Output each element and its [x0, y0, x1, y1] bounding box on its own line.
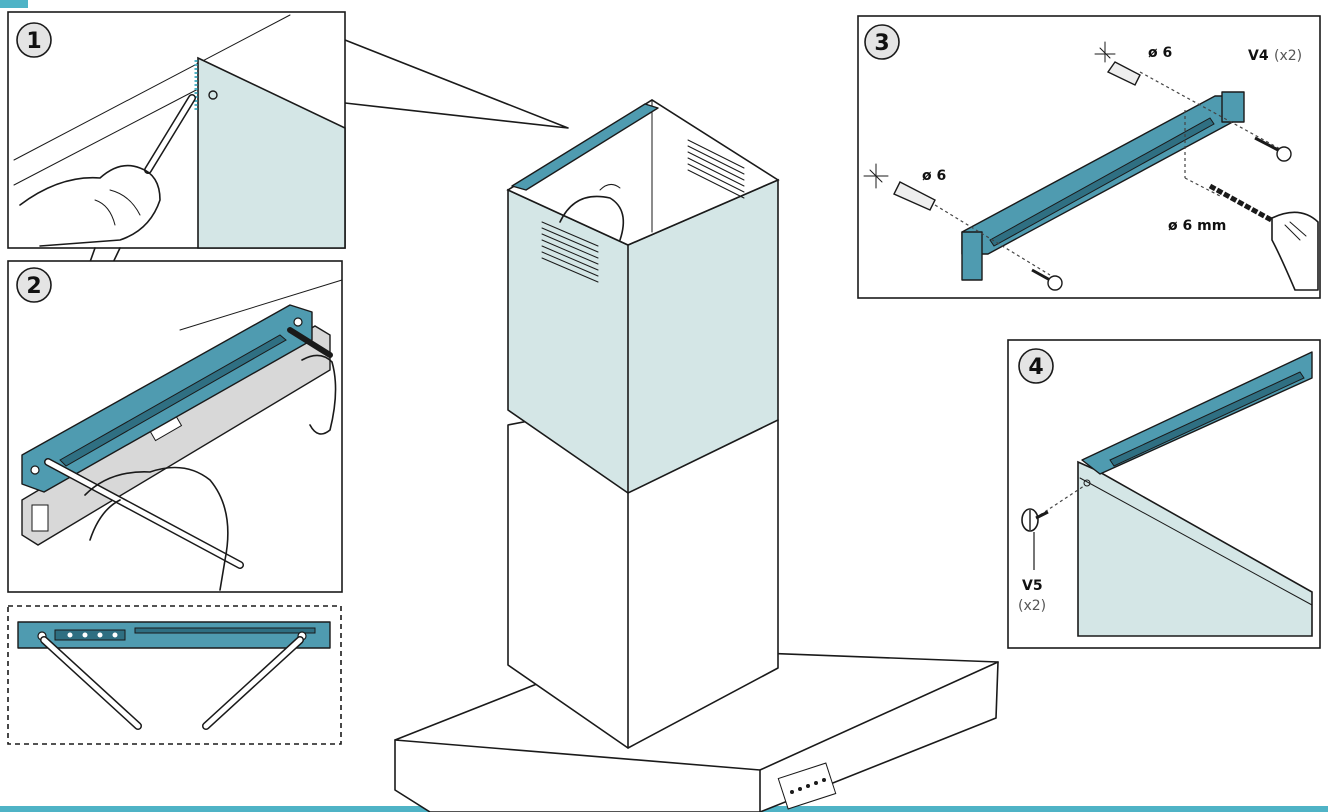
drill-size-label: ø 6 mm — [1168, 218, 1226, 234]
step-1-badge — [16, 22, 52, 58]
screw-v5-label: V5 — [1022, 578, 1043, 594]
screw-v5 — [1021, 508, 1049, 570]
wall-plug-top — [1094, 41, 1141, 86]
step-3-badge — [864, 24, 900, 60]
control-panel — [777, 762, 837, 810]
motor-outline — [559, 195, 625, 241]
hand — [19, 164, 161, 247]
step-4-panel: 4 V5 (x2) — [1007, 339, 1321, 649]
step-2-panel: 2 — [7, 260, 343, 593]
bracket-end-left — [961, 231, 983, 281]
plug-size-top-label: ø 6 — [1148, 45, 1172, 61]
vent-grille-left — [541, 221, 599, 283]
accent-tab — [0, 0, 28, 8]
step-3-panel: 3 ø 6 ø 6 V4 (x2) ø 6 mm — [857, 15, 1321, 299]
detail-panel — [7, 605, 342, 745]
callout-step1 — [344, 39, 569, 129]
step-3-number: 3 — [874, 31, 889, 56]
drill — [1208, 183, 1319, 291]
step-4-number: 4 — [1028, 355, 1043, 380]
screw-v4-top — [1254, 136, 1292, 162]
plug-size-left-label: ø 6 — [922, 168, 946, 184]
chimney-panel-1 — [197, 56, 346, 249]
cooker-hood — [394, 99, 999, 812]
step-1-panel: 1 — [7, 11, 346, 249]
step-3-frame — [857, 15, 1321, 299]
hand-2b — [301, 354, 337, 435]
bracket-end-right — [1221, 91, 1245, 123]
bracket-rail-4 — [1081, 351, 1313, 475]
step-4-badge — [1018, 348, 1054, 384]
screw-v4-label: V4 — [1248, 48, 1269, 64]
hand-2a — [84, 466, 229, 591]
vent-grille-right — [687, 139, 745, 199]
screw-v4-bottom — [1031, 268, 1063, 291]
mark-hole — [208, 90, 218, 100]
step-2-number: 2 — [26, 274, 41, 299]
top-bracket — [511, 103, 659, 191]
step-1-number: 1 — [26, 29, 41, 54]
step-2-badge — [16, 267, 52, 303]
screw-v5-qty: (x2) — [1018, 598, 1046, 614]
wall-plug-left — [863, 163, 936, 211]
screw-v4-qty: (x2) — [1274, 48, 1302, 64]
